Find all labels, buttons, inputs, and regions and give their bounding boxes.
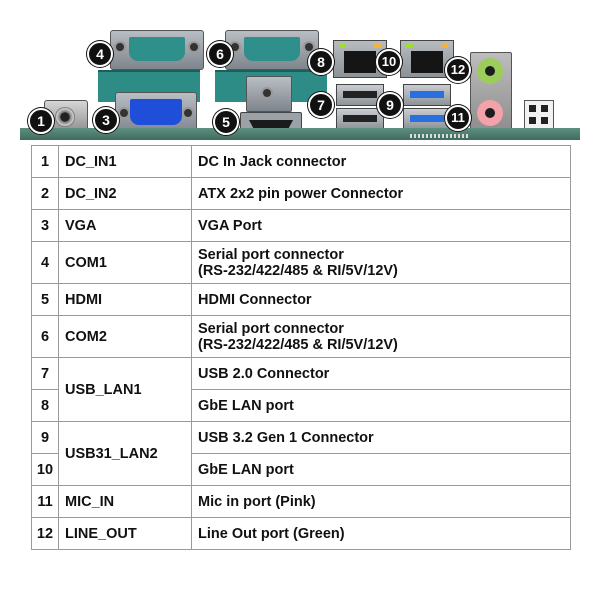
description-line-1: Serial port connector (198, 320, 344, 337)
vga-face (130, 99, 182, 125)
connector-name: DC_IN1 (58, 145, 192, 178)
connector-description: Mic in port (Pink) (191, 485, 571, 518)
connector-description: USB 2.0 Connector (191, 357, 571, 390)
hdmi-slot (249, 120, 293, 130)
row-number: 8 (31, 389, 59, 422)
lan2-led-right (441, 44, 448, 48)
connector-name: COM2 (58, 315, 192, 358)
atx-pin (529, 105, 536, 112)
mic-in-jack (477, 100, 503, 126)
table-row: 1 DC_IN1 DC In Jack connector (31, 145, 571, 178)
callout-3: 3 (93, 107, 119, 133)
usb2-tongue-lower (343, 115, 377, 122)
usb3-port-upper (403, 84, 451, 106)
connector-description: Serial port connector (RS-232/422/485 & … (191, 241, 571, 284)
vga-screw-right (182, 107, 194, 119)
com1-screw-left (114, 41, 126, 53)
table-row: 11 MIC_IN Mic in port (Pink) (31, 485, 571, 518)
lan2-socket (411, 51, 443, 73)
connector-name: DC_IN2 (58, 177, 192, 210)
connector-description: Serial port connector (RS-232/422/485 & … (191, 315, 571, 358)
atx-pin (541, 105, 548, 112)
com1-connector (110, 30, 204, 70)
callout-1: 1 (28, 108, 54, 134)
table-row: 7 USB_LAN1 USB 2.0 Connector (31, 357, 571, 422)
connector-description: GbE LAN port (191, 453, 571, 486)
dc-jack-ring (55, 107, 75, 127)
table-row: 12 LINE_OUT Line Out port (Green) (31, 517, 571, 550)
table-row: 5 HDMI HDMI Connector (31, 283, 571, 316)
mic-in-hole (485, 108, 495, 118)
usb2-port-lower (336, 108, 384, 130)
row-number: 9 (31, 421, 59, 454)
callout-10: 10 (376, 49, 402, 75)
vga-screw-left (118, 107, 130, 119)
connector-name: LINE_OUT (58, 517, 192, 550)
connector-name: HDMI (58, 283, 192, 316)
usb2-tongue-upper (343, 91, 377, 98)
row-number: 5 (31, 283, 59, 316)
connector-description: USB 3.2 Gen 1 Connector (191, 421, 571, 454)
row-number: 12 (31, 517, 59, 550)
atx-pin (529, 117, 536, 124)
callout-11: 11 (445, 105, 471, 131)
com2-connector (225, 30, 319, 70)
description-line-2: (RS-232/422/485 & RI/5V/12V) (198, 262, 398, 279)
callout-5: 5 (213, 109, 239, 135)
connector-description: ATX 2x2 pin power Connector (191, 177, 571, 210)
row-number: 3 (31, 209, 59, 242)
row-number: 7 (31, 357, 59, 390)
description-line-1: Serial port connector (198, 246, 344, 263)
table-row: 3 VGA VGA Port (31, 209, 571, 242)
row-number: 2 (31, 177, 59, 210)
hdmi-mount-screw (261, 87, 273, 99)
connector-description: GbE LAN port (191, 389, 571, 422)
line-out-jack (477, 58, 503, 84)
pcb-silkscreen (410, 134, 470, 138)
table-row: 2 DC_IN2 ATX 2x2 pin power Connector (31, 177, 571, 210)
connector-name: USB31_LAN2 (58, 421, 192, 486)
row-number: 4 (31, 241, 59, 284)
com1-screw-right (188, 41, 200, 53)
connector-name: USB_LAN1 (58, 357, 192, 422)
connector-name: VGA (58, 209, 192, 242)
callout-7: 7 (308, 92, 334, 118)
description-line-2: (RS-232/422/485 & RI/5V/12V) (198, 336, 398, 353)
line-out-hole (485, 66, 495, 76)
row-number: 1 (31, 145, 59, 178)
com2-face (244, 37, 300, 61)
usb3-port-lower (403, 108, 451, 130)
atx-power-connector (524, 100, 554, 130)
lan1-socket (344, 51, 376, 73)
table-row: 6 COM2 Serial port connector (RS-232/422… (31, 315, 571, 358)
connector-description: HDMI Connector (191, 283, 571, 316)
vga-connector (115, 92, 197, 134)
table-row: 4 COM1 Serial port connector (RS-232/422… (31, 241, 571, 284)
callout-4: 4 (87, 41, 113, 67)
connector-description: Line Out port (Green) (191, 517, 571, 550)
connector-name: COM1 (58, 241, 192, 284)
connector-table: 1 DC_IN1 DC In Jack connector 2 DC_IN2 A… (31, 145, 571, 550)
connector-description: VGA Port (191, 209, 571, 242)
callout-9: 9 (377, 92, 403, 118)
row-number: 6 (31, 315, 59, 358)
callout-12: 12 (445, 57, 471, 83)
com2-screw-right (303, 41, 315, 53)
atx-pin (541, 117, 548, 124)
lan1-led-right (374, 44, 381, 48)
callout-8: 8 (308, 49, 334, 75)
hdmi-mount-block (246, 76, 292, 112)
row-number: 11 (31, 485, 59, 518)
table-row: 9 USB31_LAN2 USB 3.2 Gen 1 Connector (31, 421, 571, 486)
com1-face (129, 37, 185, 61)
row-number: 10 (31, 453, 59, 486)
connector-name: MIC_IN (58, 485, 192, 518)
connector-description: DC In Jack connector (191, 145, 571, 178)
lan2-led-left (406, 44, 413, 48)
usb3-tongue-upper (410, 91, 444, 98)
callout-6: 6 (207, 41, 233, 67)
usb3-tongue-lower (410, 115, 444, 122)
lan1-led-left (339, 44, 346, 48)
io-panel-photo: 1 3 4 5 6 7 8 9 10 11 12 (20, 30, 580, 142)
